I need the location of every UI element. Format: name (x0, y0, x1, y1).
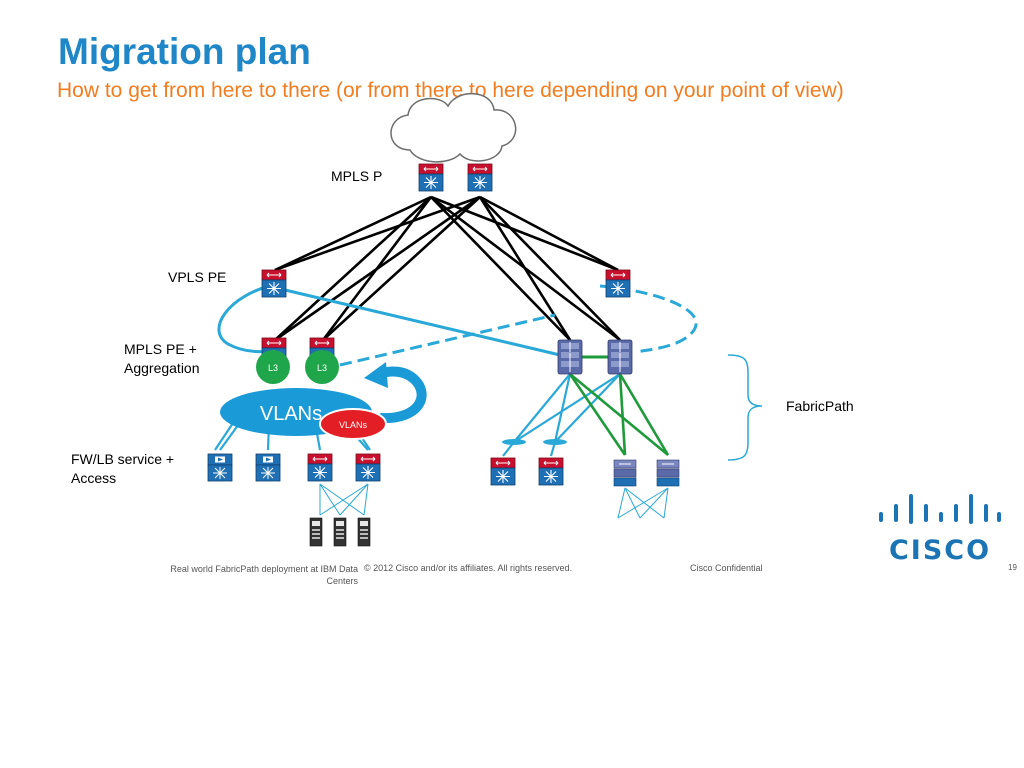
vpls-pe-router-right (605, 269, 631, 298)
server-1 (309, 517, 323, 547)
l3-badge-2 (305, 350, 339, 384)
fw-lb-label-line1: FW/LB service + (71, 451, 175, 467)
slide-title: Migration plan (58, 31, 311, 72)
vpls-loop-dashed (599, 284, 698, 354)
footer-source: Real world FabricPath deployment at IBM … (130, 563, 358, 587)
core-links (274, 195, 621, 342)
server-2 (333, 517, 347, 547)
vpls-pe-router-left (261, 269, 287, 298)
mpls-p-label: MPLS P (331, 168, 383, 184)
cisco-logo-icon: CISCO (879, 494, 1001, 566)
cisco-logo: CISCO (876, 492, 1006, 566)
access-router-2 (355, 453, 381, 482)
slide-subtitle: How to get from here to there (or from t… (57, 79, 844, 102)
mpls-p-router-2 (467, 163, 493, 192)
port-channel-right (543, 439, 567, 445)
fabricpath-leaf-switch-1 (613, 459, 637, 487)
migration-dashed-link (339, 313, 556, 367)
access-router-1 (307, 453, 333, 482)
l3-badge-1 (256, 350, 290, 384)
firewall-device-1 (207, 453, 233, 482)
server-links (319, 483, 669, 519)
mpls-pe-label-line2: Aggregation (124, 360, 200, 376)
migration-arrow-head (364, 362, 388, 388)
mpls-cloud (390, 92, 517, 163)
fabricpath-leaf-switch-2 (656, 459, 680, 487)
mpls-pe-aggregation-label: MPLS PE + Aggregation (124, 340, 200, 378)
mpls-pe-label-line1: MPLS PE + (124, 341, 197, 357)
fabricpath-links-green (568, 372, 670, 457)
vlans-small-label: VLANs (339, 420, 368, 430)
vlans-domain-small (319, 408, 387, 440)
footer-page-number: 19 (1008, 563, 1017, 572)
fabricpath-spine-1 (557, 339, 583, 375)
fabricpath-bracket (727, 354, 763, 461)
mpls-p-router-1 (418, 163, 444, 192)
fw-lb-label-line2: Access (71, 470, 117, 486)
footer-source-line1: Real world FabricPath deployment at IBM … (170, 564, 358, 574)
fabricpath-edge-router-2 (538, 457, 564, 486)
footer-confidential: Cisco Confidential (690, 563, 763, 573)
migration-arrow (378, 366, 427, 424)
fabricpath-spine-2 (607, 339, 633, 375)
vpls-link-diagonal (284, 288, 561, 357)
footer-source-line2: Centers (326, 576, 358, 586)
cisco-logo-text: CISCO (889, 535, 991, 564)
fw-lb-access-label: FW/LB service + Access (71, 450, 174, 488)
port-channel-left (502, 439, 526, 445)
vlans-large-label: VLANs (260, 403, 322, 425)
vpls-pe-label: VPLS PE (168, 269, 227, 285)
footer-copyright: © 2012 Cisco and/or its affiliates. All … (364, 563, 573, 573)
fabricpath-label: FabricPath (786, 398, 854, 414)
l3-label-2: L3 (317, 363, 327, 373)
l3-label-1: L3 (268, 363, 278, 373)
server-3 (357, 517, 371, 547)
fabricpath-edge-router-1 (490, 457, 516, 486)
firewall-device-2 (255, 453, 281, 482)
